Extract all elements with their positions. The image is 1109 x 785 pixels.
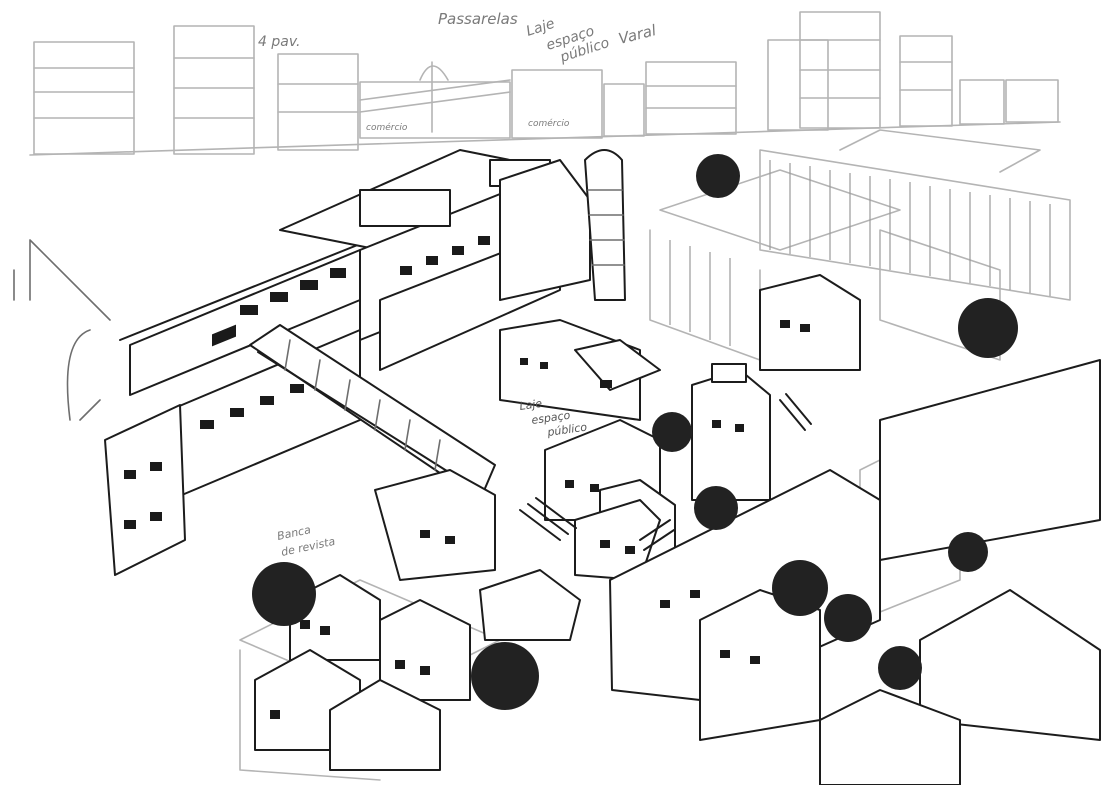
label-clothesline: Varal [617, 21, 659, 48]
skyline-elevation [29, 11, 1061, 156]
label-slab-mid: Laje [519, 397, 544, 413]
central-buildings [374, 274, 1101, 785]
bottom-left-houses [254, 574, 471, 771]
background-blocks [239, 129, 1071, 781]
label-shop-1: comércio [366, 122, 408, 133]
label-shop-2: comércio [528, 118, 570, 129]
label-floors: 4 pav. [258, 34, 300, 50]
left-building-row [104, 149, 591, 576]
label-public-space-mid: espaço [531, 409, 572, 427]
trees [252, 154, 1018, 710]
label-public-space-mid-2: público [546, 421, 589, 440]
walkway-vertical [584, 149, 626, 301]
mast-lines [13, 239, 111, 421]
label-walkways: Passarelas [438, 10, 518, 28]
